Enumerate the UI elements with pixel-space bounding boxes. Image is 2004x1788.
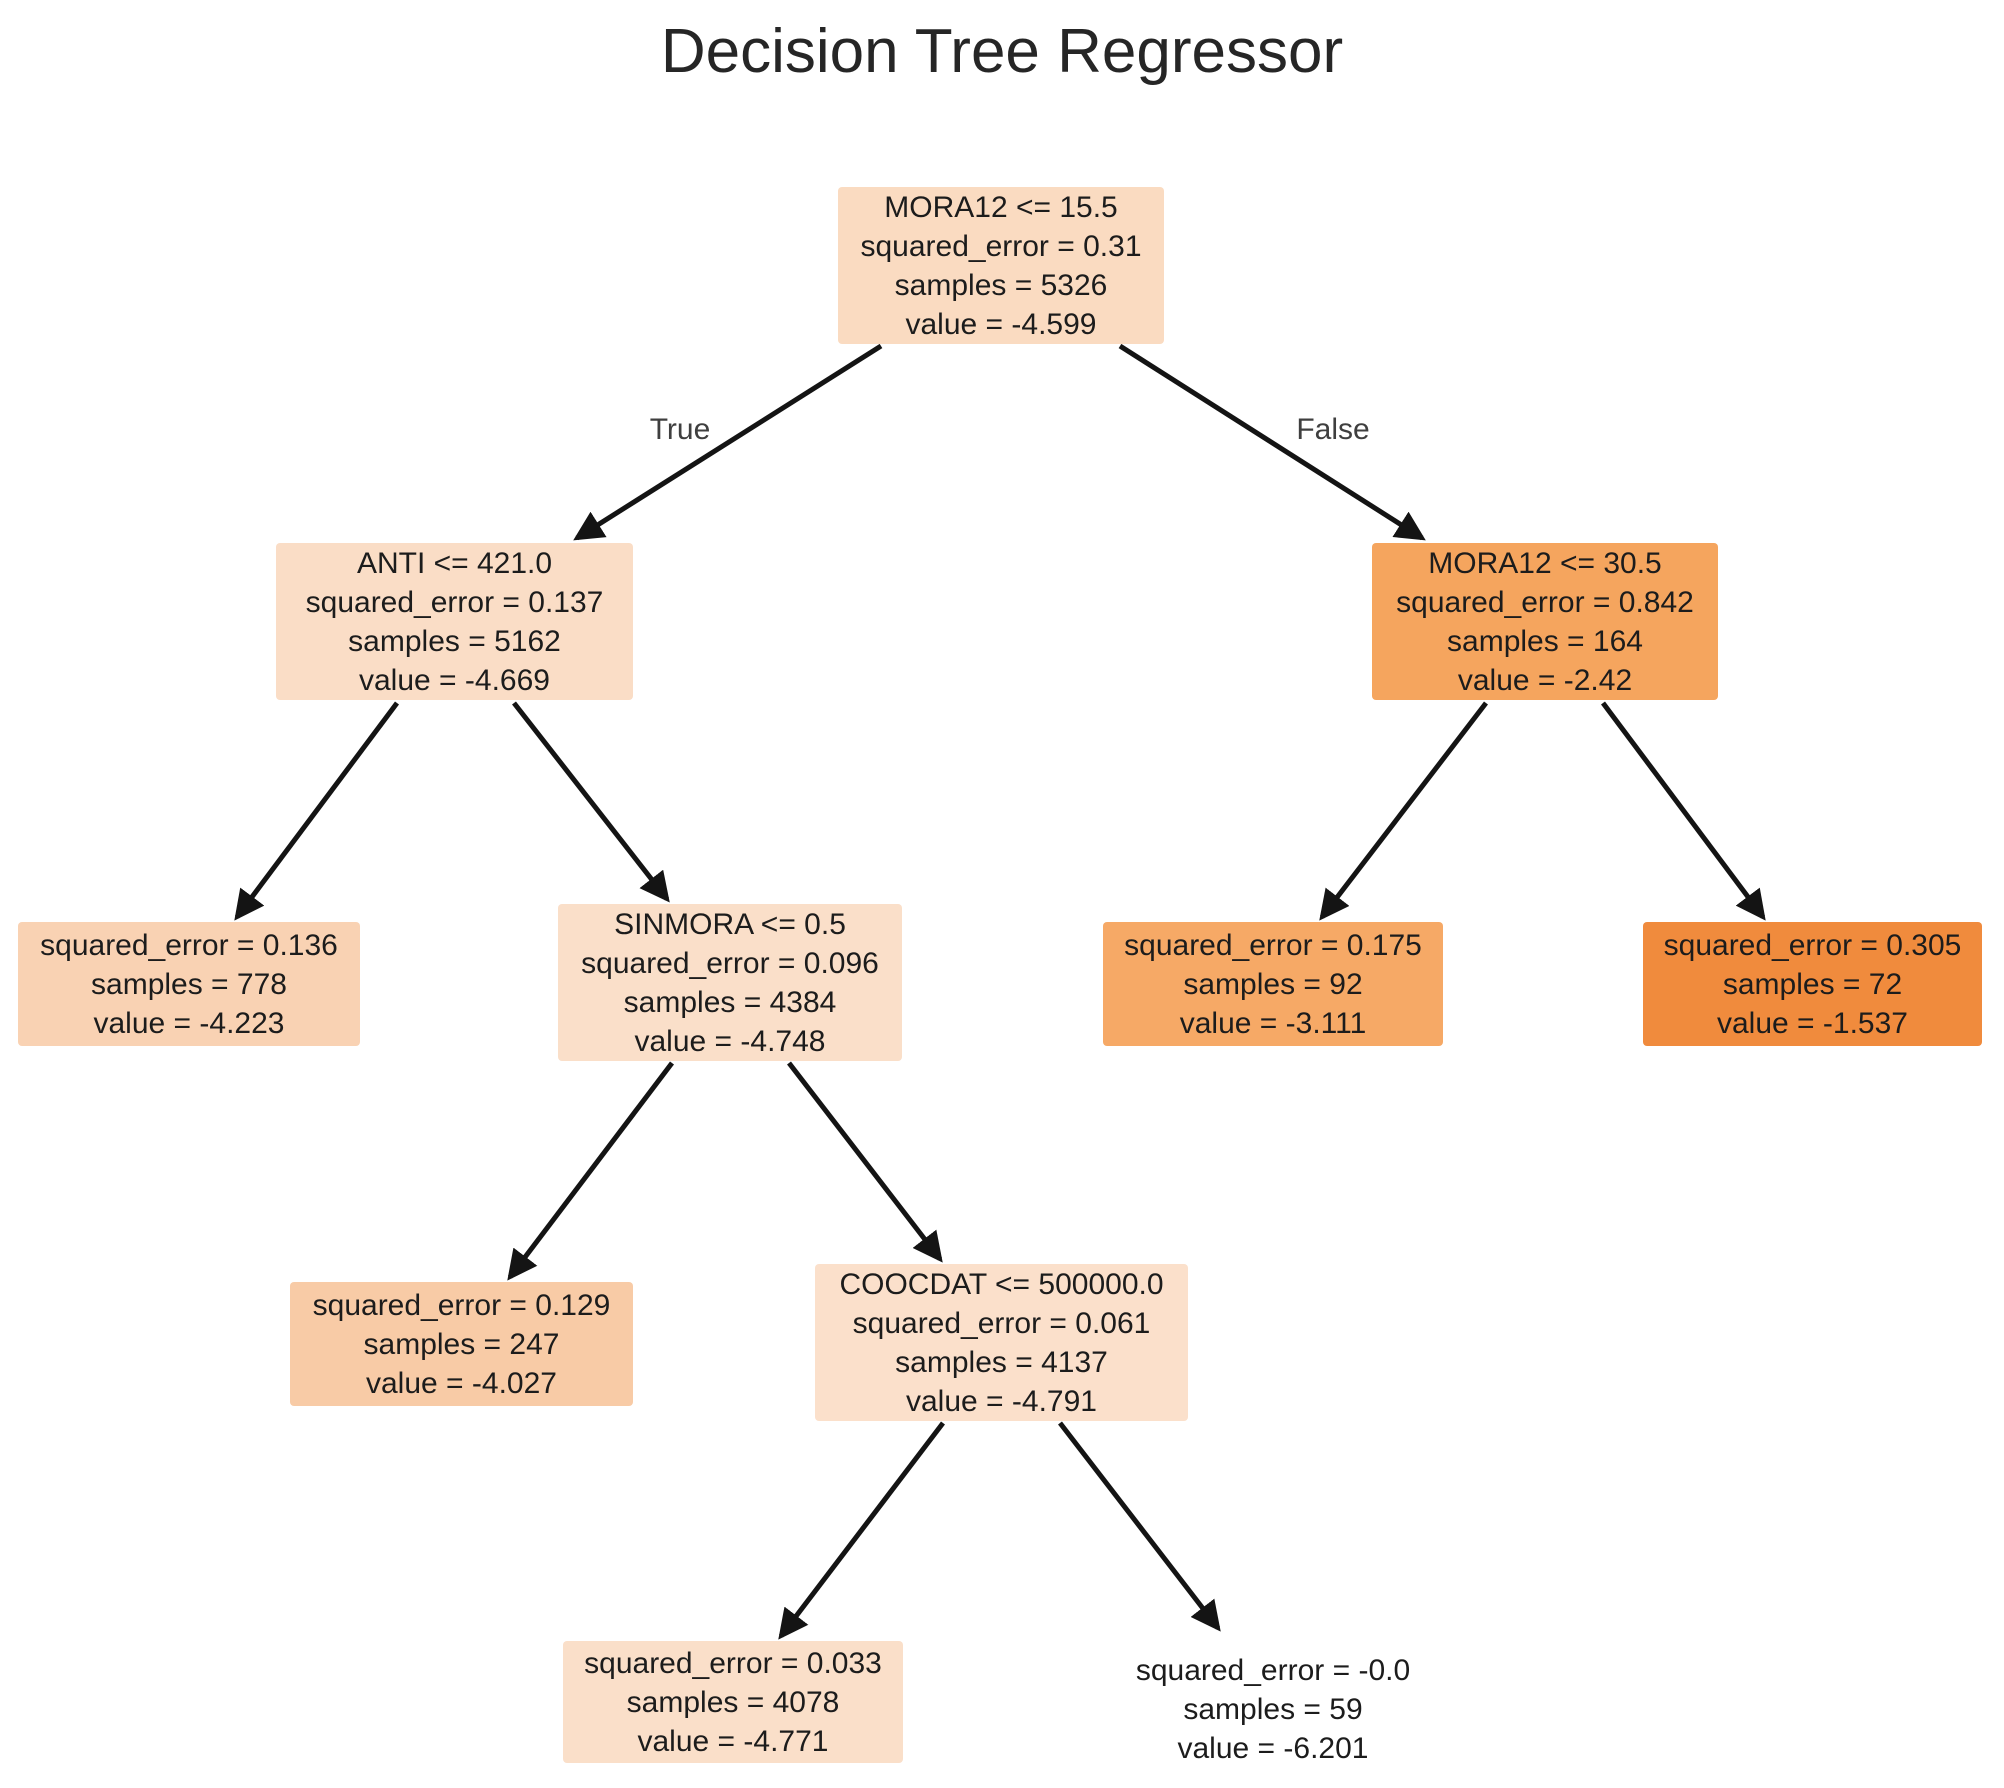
node-text-line: samples = 72 <box>1722 967 1903 1001</box>
node-text-line: value = -6.201 <box>1177 1731 1369 1765</box>
node-text-line: value = -4.027 <box>366 1366 557 1400</box>
node-text-line: samples = 4137 <box>895 1345 1108 1379</box>
node-text-line: value = -4.771 <box>637 1724 829 1758</box>
node-text-line: value = -4.223 <box>93 1006 285 1040</box>
node-text-line: COOCDAT <= 500000.0 <box>839 1267 1164 1301</box>
node-text-line: value = -2.42 <box>1457 663 1633 697</box>
tree-node-leaf-033: squared_error = 0.033 samples = 4078 value… <box>563 1641 903 1763</box>
edge-arrow-mora30-leaf-175 <box>1319 701 1488 921</box>
edge-arrow-coocdat-leaf-59 <box>1058 1421 1221 1632</box>
node-text-line: value = -4.599 <box>905 307 1097 341</box>
node-text-line: squared_error = 0.129 <box>312 1288 611 1322</box>
node-text-line: samples = 5326 <box>894 268 1108 302</box>
edge-arrow-root-mora30 <box>1118 343 1426 541</box>
tree-node-leaf-175: squared_error = 0.175 samples = 92 value =… <box>1103 922 1443 1046</box>
edge-arrow-root-anti <box>573 343 883 541</box>
edge-arrow-coocdat-leaf-033 <box>778 1421 945 1640</box>
node-text-line: squared_error = 0.31 <box>860 229 1142 263</box>
node-text-line: squared_error = 0.061 <box>852 1306 1151 1340</box>
node-text-line: ANTI <= 421.0 <box>356 546 553 580</box>
node-text-line: samples = 164 <box>1447 624 1643 658</box>
tree-node-mora30: MORA12 <= 30.5 squared_error = 0.842 sampl… <box>1372 543 1718 700</box>
node-text-line: squared_error = 0.842 <box>1396 585 1694 619</box>
node-text-line: value = -1.537 <box>1717 1006 1908 1040</box>
tree-node-anti: ANTI <= 421.0 squared_error = 0.137 sample… <box>276 543 633 700</box>
tree-node-leaf-305: squared_error = 0.305 samples = 72 value =… <box>1643 922 1982 1046</box>
chart-title: Decision Tree Regressor <box>660 17 1344 86</box>
node-text-line: samples = 92 <box>1183 967 1363 1001</box>
edge-arrow-anti-sinmora <box>512 701 670 903</box>
node-text-line: MORA12 <= 30.5 <box>1428 546 1662 580</box>
node-text-line: value = -4.669 <box>359 663 550 697</box>
node-text-line: samples = 5162 <box>348 624 561 658</box>
edge-arrow-sinmora-coocdat <box>787 1061 943 1263</box>
edge-arrow-sinmora-leaf-129 <box>507 1061 674 1281</box>
node-text-line: samples = 247 <box>363 1327 560 1361</box>
tree-node-leaf-136: squared_error = 0.136 samples = 778 value … <box>18 922 360 1046</box>
node-text-line: squared_error = 0.175 <box>1124 928 1422 962</box>
tree-node-root: MORA12 <= 15.5 squared_error = 0.31 sample… <box>838 187 1164 344</box>
node-text-line: samples = 778 <box>91 967 287 1001</box>
node-text-line: value = -4.791 <box>906 1384 1097 1418</box>
tree-node-sinmora: SINMORA <= 0.5 squared_error = 0.096 sampl… <box>558 904 902 1061</box>
edge-arrow-mora30-leaf-305 <box>1600 701 1766 921</box>
tree-node-leaf-129: squared_error = 0.129 samples = 247 value … <box>290 1282 633 1406</box>
node-text-line: squared_error = 0.137 <box>305 585 604 619</box>
node-text-line: SINMORA <= 0.5 <box>614 907 846 941</box>
node-text-line: value = -4.748 <box>634 1024 826 1058</box>
node-text-line: MORA12 <= 15.5 <box>884 190 1118 224</box>
edge-arrow-anti-leaf-136 <box>234 701 400 921</box>
edge-label-false: False <box>1296 413 1370 446</box>
node-text-line: squared_error = 0.305 <box>1663 928 1962 962</box>
node-text-line: squared_error = -0.0 <box>1135 1653 1411 1687</box>
node-text-line: value = -3.111 <box>1179 1006 1367 1040</box>
node-text-line: samples = 4384 <box>623 985 837 1019</box>
node-text-line: squared_error = 0.136 <box>40 928 338 962</box>
node-text-line: samples = 4078 <box>626 1685 840 1719</box>
node-text-line: squared_error = 0.096 <box>581 946 879 980</box>
tree-node-leaf-59: squared_error = -0.0 samples = 59 value = … <box>1103 1648 1443 1770</box>
node-text-line: samples = 59 <box>1183 1692 1363 1726</box>
tree-node-coocdat: COOCDAT <= 500000.0 squared_error = 0.061… <box>815 1264 1188 1421</box>
node-text-line: squared_error = 0.033 <box>584 1646 882 1680</box>
edge-label-true: True <box>649 413 711 446</box>
